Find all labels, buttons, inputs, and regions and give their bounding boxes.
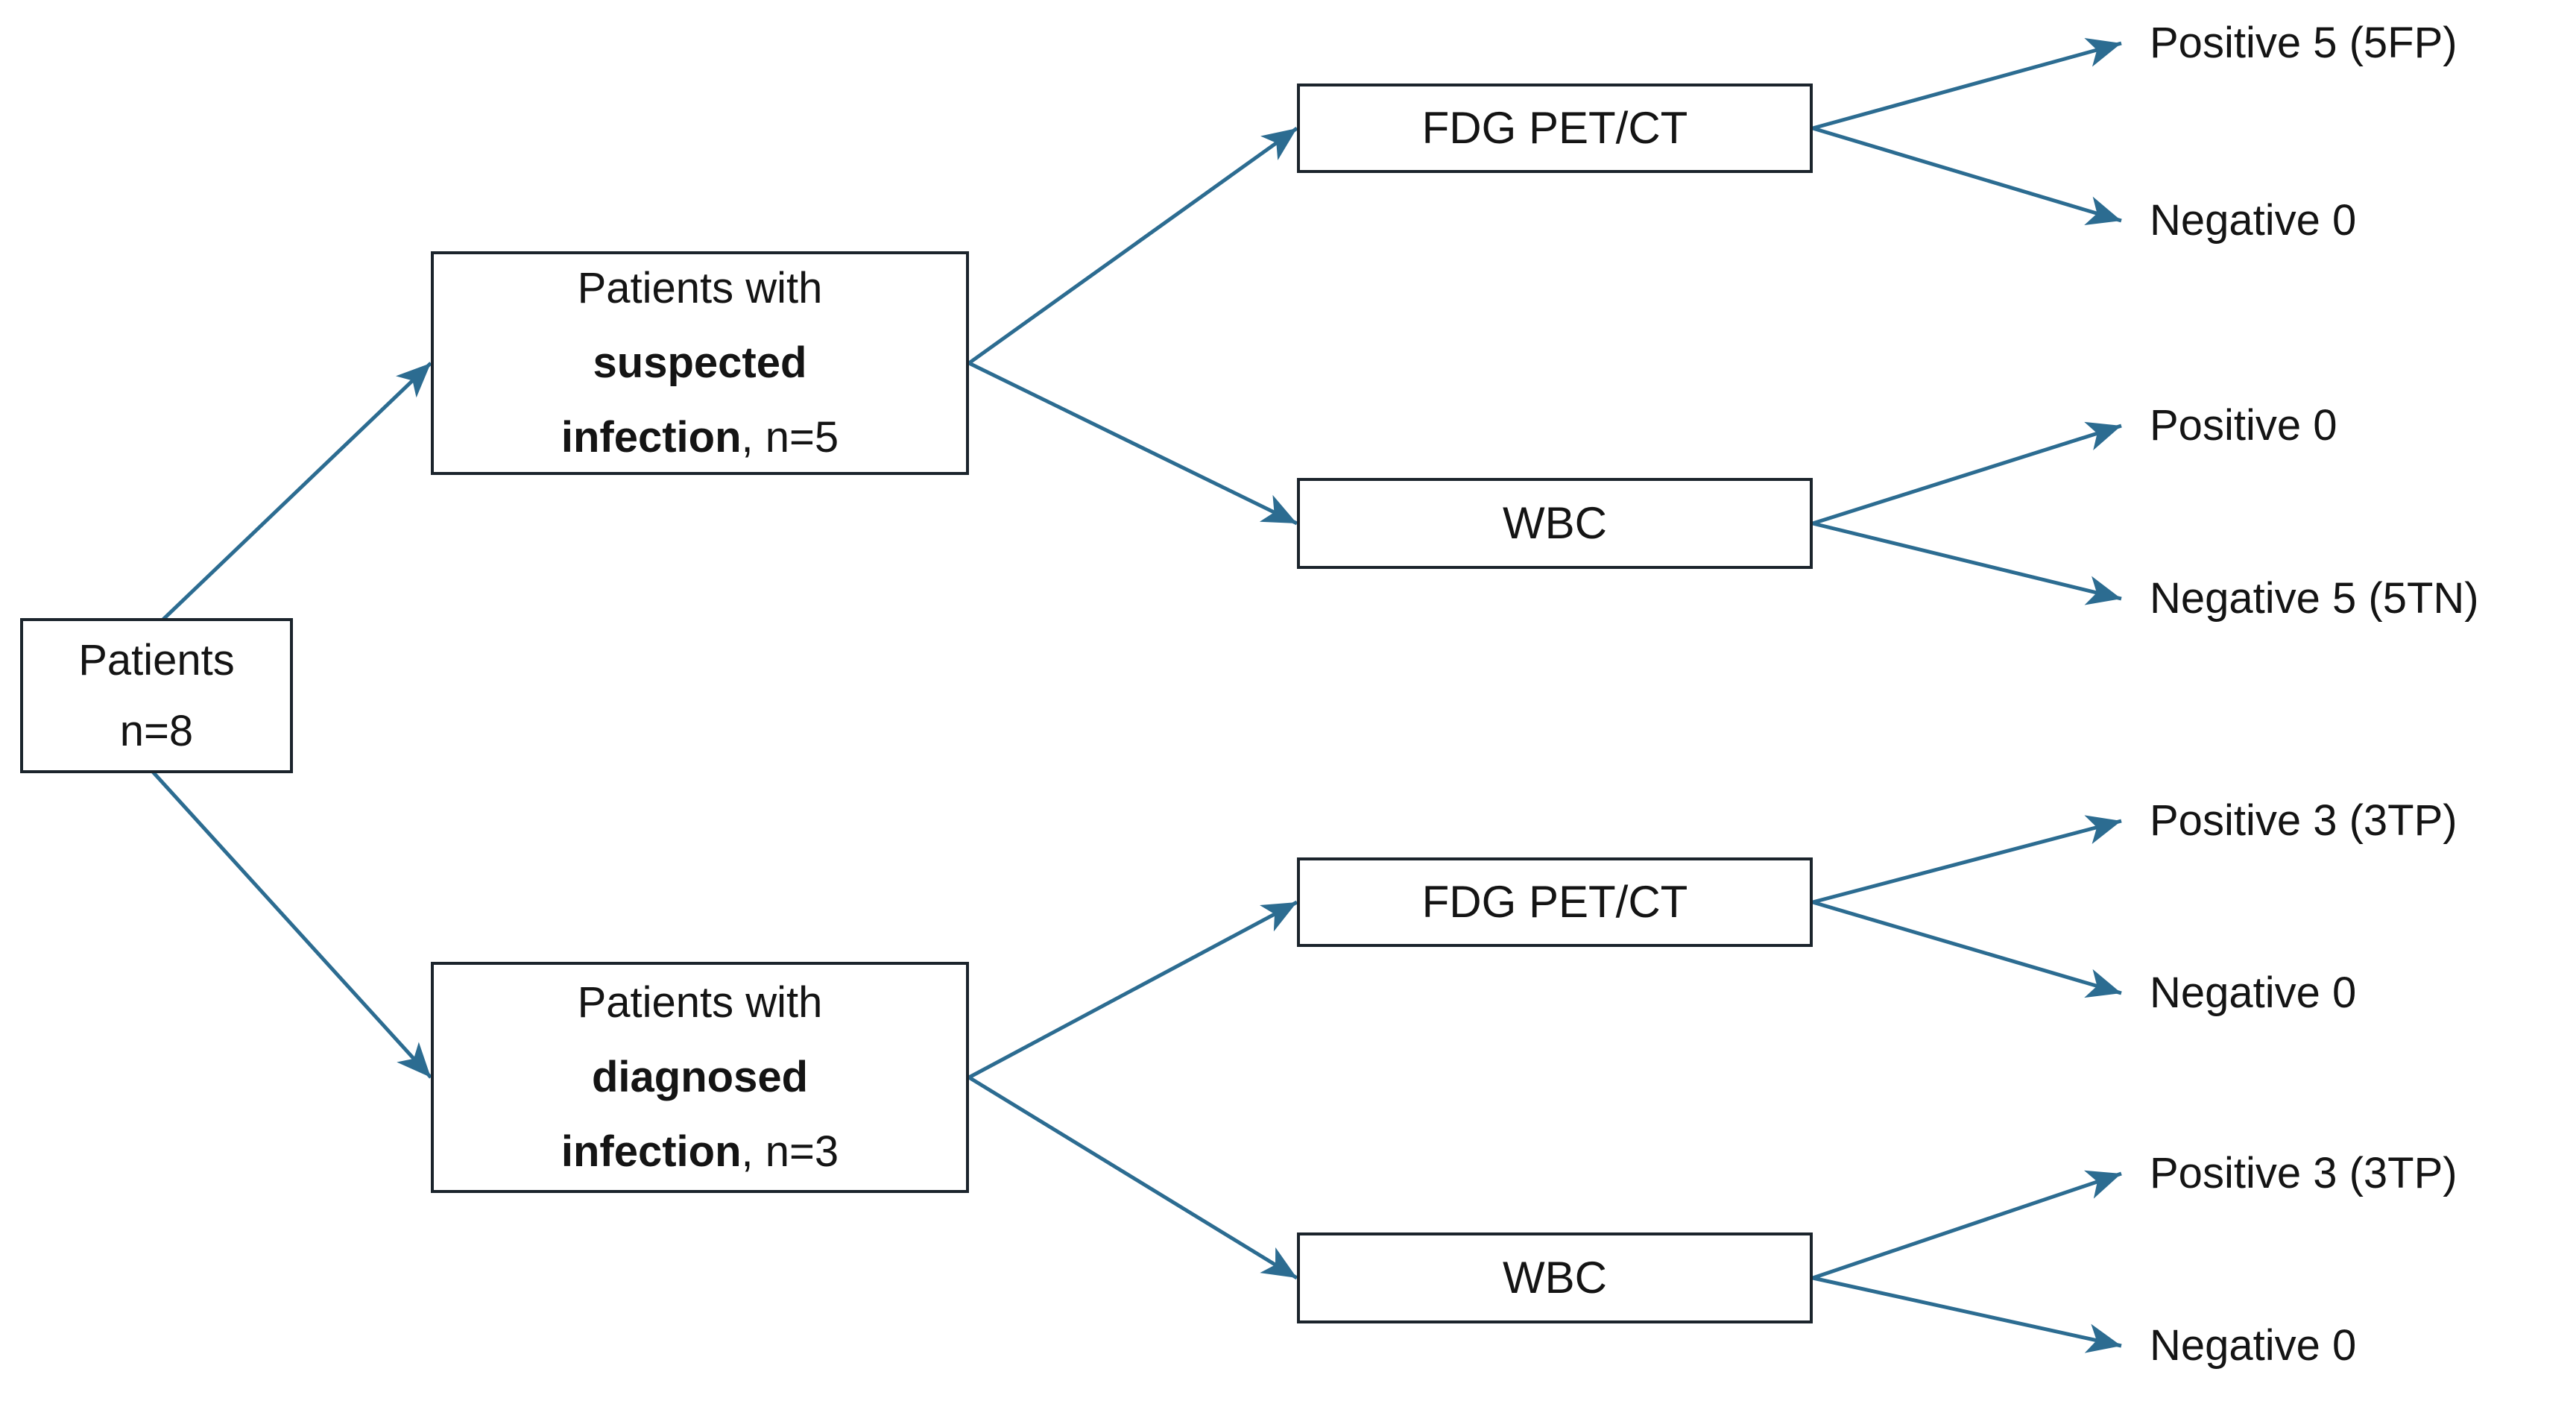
node-diagnosed-line3: infection, n=3 bbox=[561, 1115, 839, 1189]
node-patients-total: Patients n=8 bbox=[20, 618, 293, 773]
node-suspected-line3-rest: , n=5 bbox=[741, 413, 839, 462]
node-diagnosed-line3-bold: infection bbox=[561, 1127, 742, 1176]
edge-fdg-bottom-to-positive bbox=[1812, 815, 2122, 904]
node-suspected-line1: Patients with bbox=[577, 264, 823, 312]
edge-fdg-bottom-to-negative bbox=[1812, 900, 2122, 998]
node-fdg-petct-suspected-label: FDG PET/CT bbox=[1421, 103, 1688, 153]
edge-diagnosed-to-wbc bbox=[967, 1075, 1298, 1280]
edge-fdg-top-to-negative bbox=[1812, 126, 2122, 225]
node-wbc-diagnosed-label: WBC bbox=[1503, 1253, 1607, 1303]
node-wbc-suspected: WBC bbox=[1297, 478, 1813, 569]
outcome-fdg-suspected-negative: Negative 0 bbox=[2150, 196, 2357, 245]
node-fdg-petct-diagnosed-label: FDG PET/CT bbox=[1421, 877, 1688, 927]
node-diagnosed-line1: Patients with bbox=[577, 978, 823, 1027]
outcome-fdg-diagnosed-positive: Positive 3 (3TP) bbox=[2150, 796, 2457, 845]
edge-wbc-top-to-negative bbox=[1812, 521, 2122, 605]
edge-wbc-top-to-positive bbox=[1812, 421, 2122, 526]
edge-wbc-bottom-to-positive bbox=[1812, 1170, 2122, 1280]
edge-wbc-bottom-to-negative bbox=[1812, 1276, 2122, 1353]
node-suspected-line3: infection, n=5 bbox=[561, 400, 839, 475]
outcome-fdg-diagnosed-negative: Negative 0 bbox=[2150, 969, 2357, 1017]
node-fdg-petct-diagnosed: FDG PET/CT bbox=[1297, 857, 1813, 947]
outcome-wbc-diagnosed-negative: Negative 0 bbox=[2150, 1321, 2357, 1370]
node-diagnosed-line2: diagnosed bbox=[591, 1053, 809, 1101]
outcome-wbc-suspected-negative: Negative 5 (5TN) bbox=[2150, 574, 2479, 623]
node-wbc-diagnosed: WBC bbox=[1297, 1232, 1813, 1323]
edge-suspected-to-wbc bbox=[967, 361, 1298, 526]
node-diagnosed-line3-rest: , n=3 bbox=[741, 1127, 839, 1176]
edge-diagnosed-to-fdg bbox=[967, 900, 1298, 1080]
node-suspected-line2: suspected bbox=[593, 339, 807, 387]
node-wbc-suspected-label: WBC bbox=[1503, 498, 1607, 548]
node-suspected-infection: Patients with suspected infection, n=5 bbox=[431, 251, 969, 475]
node-patients-total-line2: n=8 bbox=[119, 707, 194, 755]
outcome-fdg-suspected-positive: Positive 5 (5FP) bbox=[2150, 19, 2457, 67]
outcome-wbc-suspected-positive: Positive 0 bbox=[2150, 401, 2337, 450]
node-fdg-petct-suspected: FDG PET/CT bbox=[1297, 84, 1813, 173]
node-diagnosed-infection: Patients with diagnosed infection, n=3 bbox=[431, 962, 969, 1193]
outcome-wbc-diagnosed-positive: Positive 3 (3TP) bbox=[2150, 1149, 2457, 1197]
node-patients-total-line1: Patients bbox=[78, 636, 235, 684]
edge-suspected-to-fdg bbox=[967, 126, 1298, 365]
edge-fdg-top-to-positive bbox=[1812, 37, 2122, 130]
node-suspected-line3-bold: infection bbox=[561, 413, 742, 462]
